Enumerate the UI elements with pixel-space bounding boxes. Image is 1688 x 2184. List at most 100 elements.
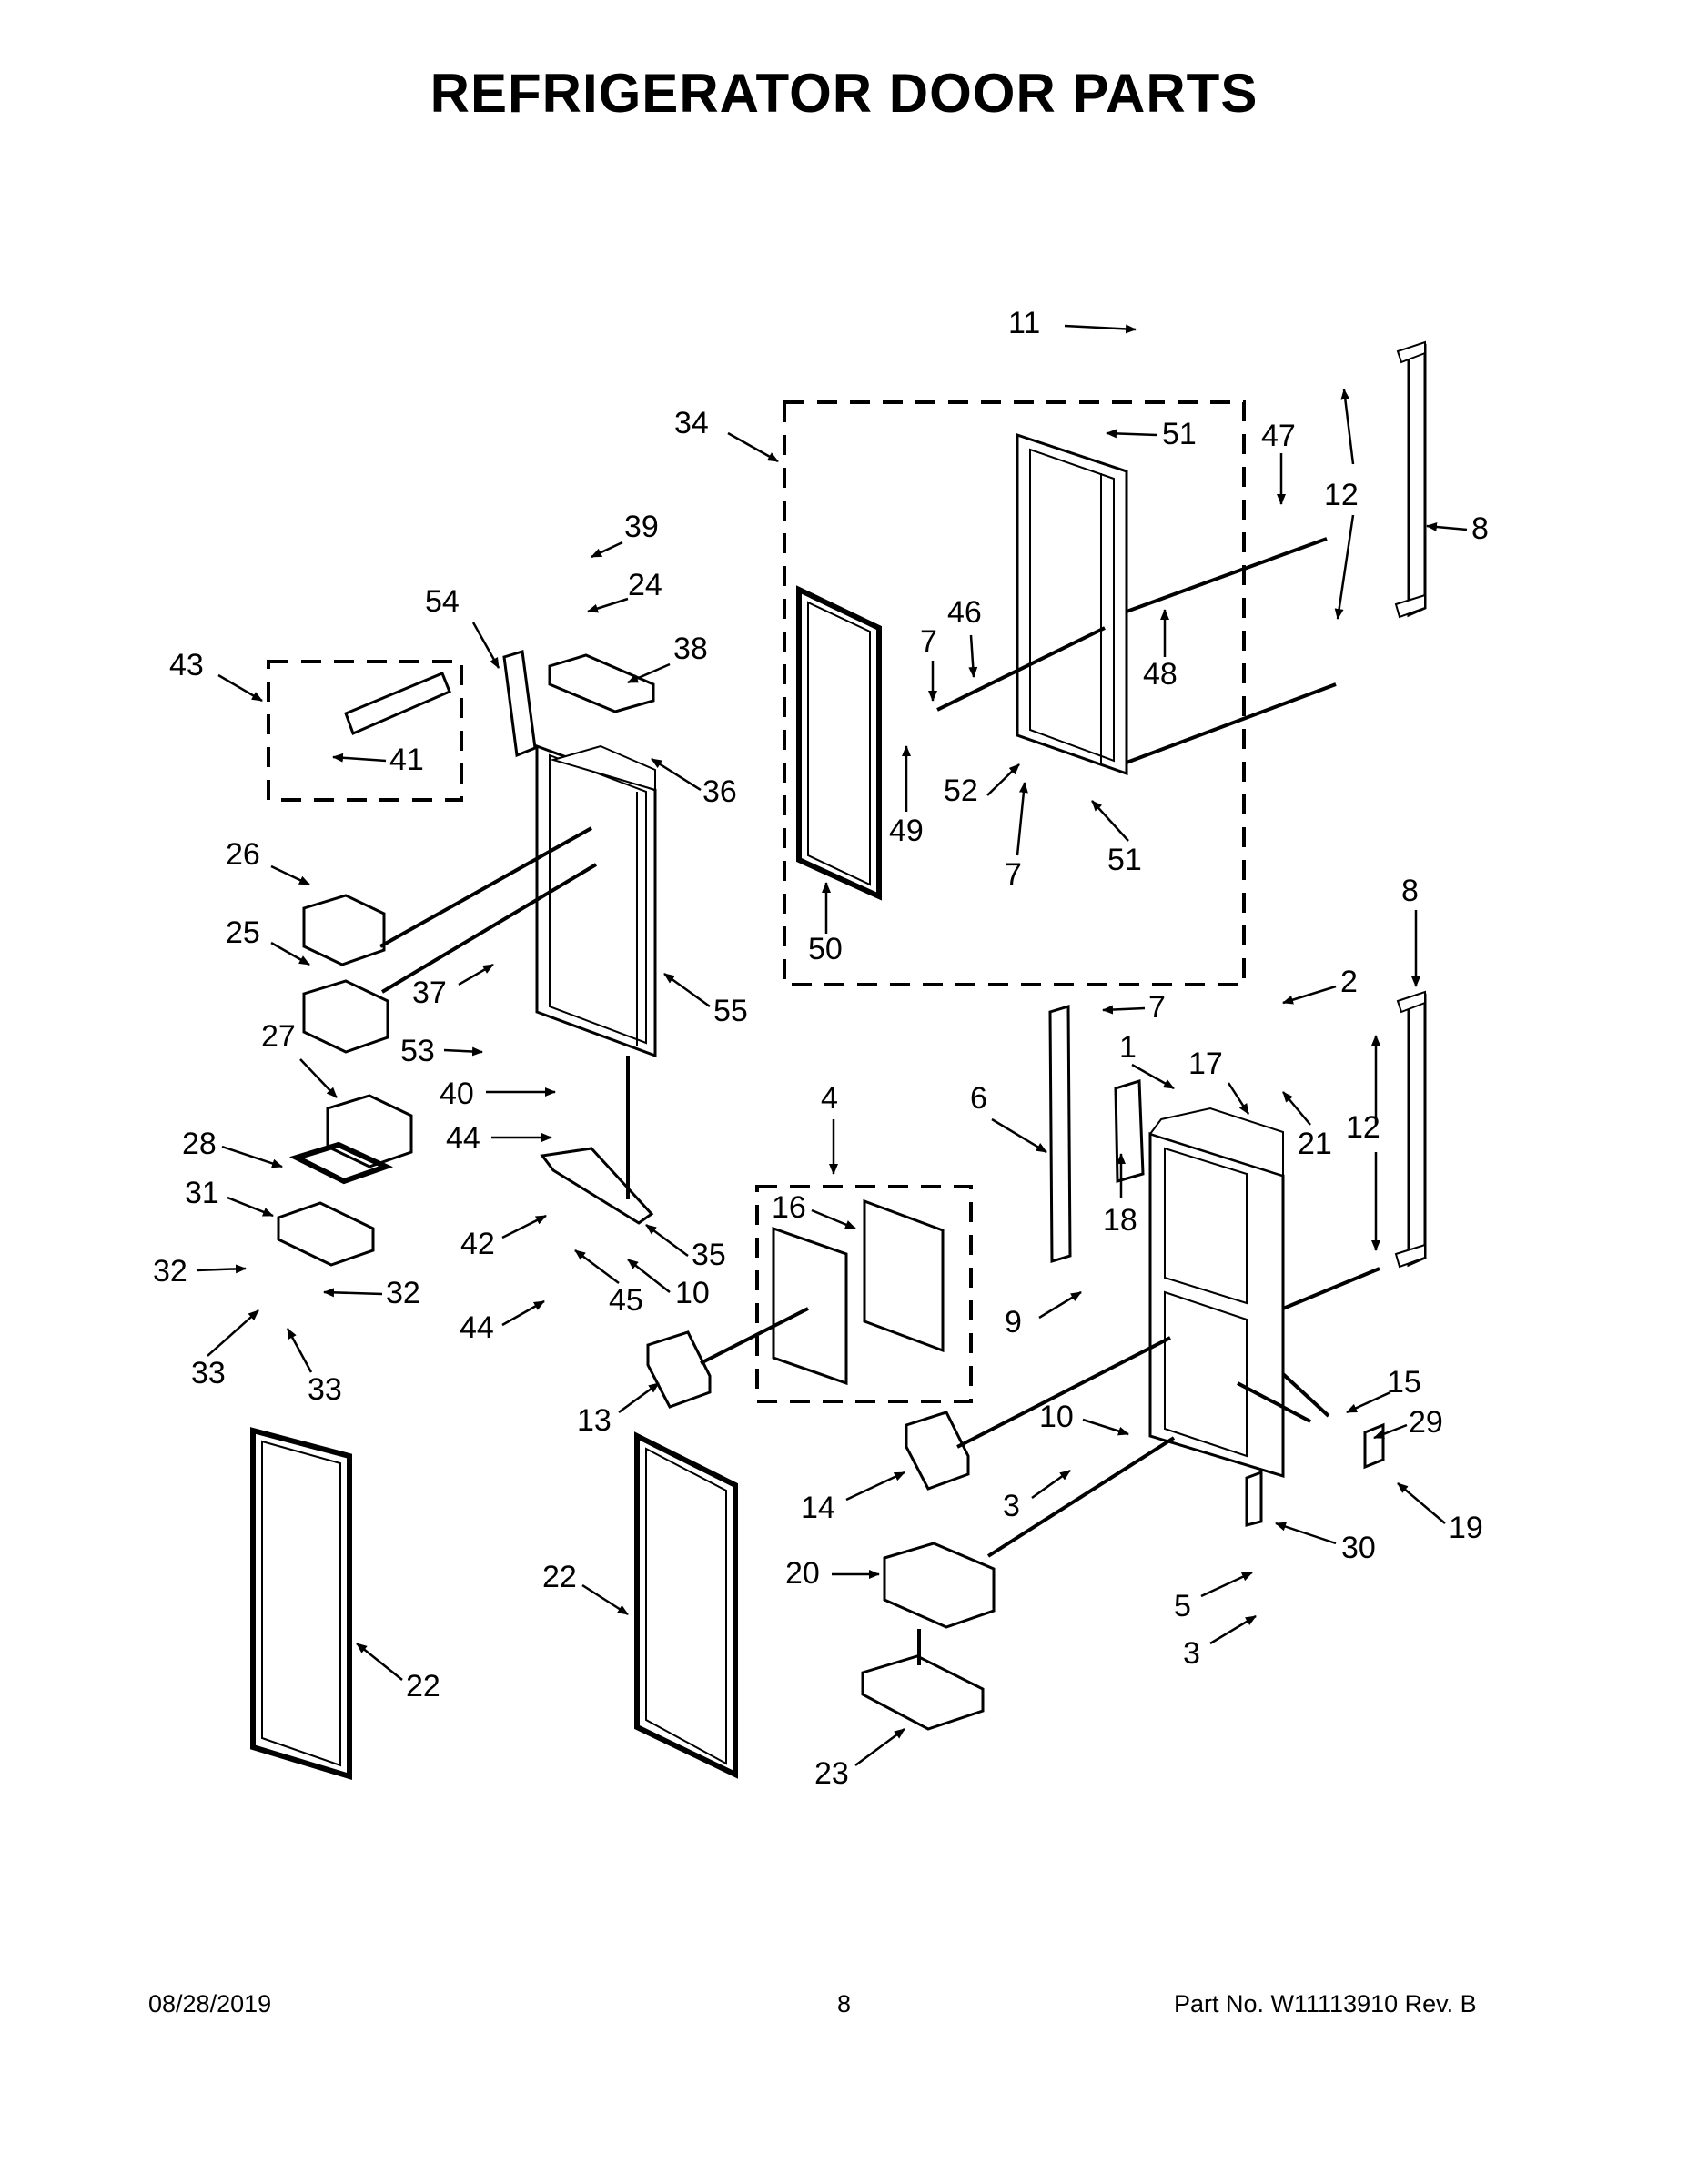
page-title: REFRIGERATOR DOOR PARTS	[430, 63, 1258, 124]
door-bin-25	[302, 979, 389, 1054]
callout-30: 30	[1341, 1531, 1376, 1565]
bin-tray-31	[277, 1201, 375, 1267]
footer-page-number: 8	[837, 1990, 852, 2017]
callout-4: 4	[821, 1081, 838, 1116]
bin-gasket-28	[288, 1141, 394, 1185]
callout-40: 40	[440, 1077, 474, 1111]
door-bin-26	[302, 894, 386, 966]
callout-10: 10	[675, 1276, 710, 1310]
callout-7: 7	[1148, 990, 1166, 1025]
callout-8: 8	[1471, 511, 1489, 546]
callout-22: 22	[542, 1560, 577, 1594]
callout-37: 37	[412, 976, 447, 1010]
door-bin-20	[883, 1542, 996, 1629]
callout-6: 6	[970, 1081, 987, 1116]
callout-41: 41	[389, 743, 424, 777]
callout-7: 7	[1005, 857, 1022, 892]
callout-1: 1	[1119, 1030, 1137, 1065]
callout-arrows	[196, 324, 1468, 1767]
callout-49: 49	[889, 814, 924, 848]
callout-42: 42	[460, 1227, 495, 1261]
door-gasket-50	[796, 585, 882, 901]
callout-14: 14	[801, 1491, 835, 1525]
callout-53: 53	[400, 1034, 435, 1068]
callout-27: 27	[261, 1019, 296, 1054]
dispenser-cover-6	[1048, 1004, 1072, 1264]
callout-55: 55	[713, 994, 748, 1028]
bracket-38	[548, 653, 655, 713]
callout-18: 18	[1103, 1203, 1137, 1238]
callout-51: 51	[1162, 417, 1197, 451]
callout-22: 22	[406, 1669, 440, 1704]
callout-32: 32	[386, 1276, 420, 1310]
callout-5: 5	[1174, 1589, 1191, 1623]
door-bin-27	[326, 1094, 413, 1168]
door-bin-14	[905, 1410, 970, 1491]
callout-33: 33	[191, 1356, 226, 1390]
callout-45: 45	[609, 1283, 643, 1318]
callout-28: 28	[182, 1127, 217, 1161]
footer-part-number: Part No. W11113910 Rev. B	[1174, 1990, 1477, 2017]
door-liner-55	[535, 743, 657, 1058]
callout-3: 3	[1003, 1489, 1020, 1523]
callout-12: 12	[1346, 1110, 1380, 1145]
hinge-bracket-43	[344, 672, 451, 736]
callout-43: 43	[169, 648, 204, 682]
door-handle-upper	[1394, 340, 1427, 619]
filter-cover-16	[863, 1198, 945, 1353]
callout-35: 35	[692, 1238, 726, 1272]
callout-51: 51	[1107, 843, 1142, 877]
callout-17: 17	[1188, 1046, 1223, 1081]
hinge-cover-54	[502, 650, 537, 758]
callout-26: 26	[226, 837, 260, 872]
callout-13: 13	[577, 1403, 612, 1438]
callout-36: 36	[702, 774, 737, 809]
callout-19: 19	[1449, 1511, 1483, 1545]
callout-31: 31	[185, 1176, 219, 1210]
callout-54: 54	[425, 584, 460, 619]
callout-46: 46	[947, 595, 982, 630]
callout-52: 52	[944, 774, 978, 808]
door-gasket-left	[250, 1427, 352, 1781]
control-board-18	[1114, 1078, 1145, 1183]
dispenser-door-1	[1148, 1107, 1285, 1479]
callout-50: 50	[808, 932, 843, 966]
footer-date: 08/28/2019	[148, 1990, 272, 2017]
callout-16: 16	[772, 1190, 806, 1225]
callout-9: 9	[1005, 1305, 1022, 1340]
callout-2: 2	[1340, 965, 1358, 999]
assembly-box-43	[267, 660, 463, 802]
insert-30	[1245, 1470, 1263, 1527]
callout-20: 20	[785, 1556, 820, 1591]
cover-19	[1363, 1422, 1385, 1470]
door-gasket-center	[634, 1431, 738, 1779]
callout-3: 3	[1183, 1636, 1200, 1671]
assembly-box-34	[783, 400, 1246, 986]
tray-23	[861, 1654, 985, 1731]
callout-29: 29	[1409, 1405, 1443, 1440]
callout-21: 21	[1298, 1127, 1332, 1161]
filter-housing	[772, 1226, 848, 1386]
callout-44: 44	[460, 1310, 494, 1345]
door-handle-lower	[1394, 990, 1427, 1269]
callout-25: 25	[226, 915, 260, 950]
callout-38: 38	[673, 632, 708, 666]
door-bin-13	[646, 1330, 712, 1409]
callout-8: 8	[1401, 874, 1419, 908]
callout-39: 39	[624, 510, 659, 544]
callout-12: 12	[1324, 478, 1359, 512]
callout-15: 15	[1387, 1365, 1421, 1400]
callout-23: 23	[814, 1756, 849, 1791]
callout-10: 10	[1039, 1400, 1074, 1434]
callout-11: 11	[1008, 306, 1040, 340]
callout-24: 24	[628, 568, 662, 602]
callout-34: 34	[674, 406, 709, 440]
hinge-bracket-35	[540, 1147, 654, 1225]
callout-7: 7	[920, 624, 937, 659]
callout-48: 48	[1143, 657, 1178, 692]
callout-44: 44	[446, 1121, 480, 1156]
callout-47: 47	[1261, 419, 1296, 453]
callout-32: 32	[153, 1254, 187, 1289]
leader-lines	[379, 537, 1380, 1665]
